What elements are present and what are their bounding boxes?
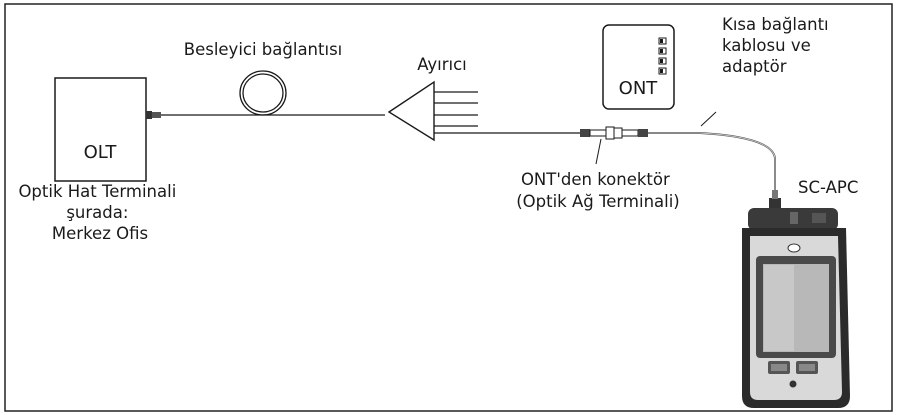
inline-connector-icon xyxy=(580,126,648,140)
feeder-label: Besleyici bağlantısı xyxy=(184,40,343,59)
patch-cord-label: Kısa bağlantı kablosu ve adaptör xyxy=(722,15,834,76)
olt-label: OLT xyxy=(84,142,118,163)
splitter-label: Ayırıcı xyxy=(417,55,467,74)
ont-label: ONT xyxy=(619,78,659,99)
ont-device xyxy=(602,24,675,110)
olt-box xyxy=(54,77,147,182)
olt-description: Optik Hat Terminali şurada: Merkez Ofis xyxy=(18,182,181,243)
fiber-coil-icon xyxy=(239,70,287,116)
olt-connector-icon xyxy=(146,111,161,119)
handheld-tester-icon xyxy=(742,190,850,408)
sc-apc-label: SC-APC xyxy=(798,178,858,197)
connector-leader-line xyxy=(595,138,602,165)
diagram-border xyxy=(4,3,893,412)
patch-cord-leader-line xyxy=(700,111,717,127)
ont-connector-label: ONT'den konektör (Optik Ağ Terminali) xyxy=(516,170,680,211)
splitter-triangle-icon xyxy=(387,80,580,142)
